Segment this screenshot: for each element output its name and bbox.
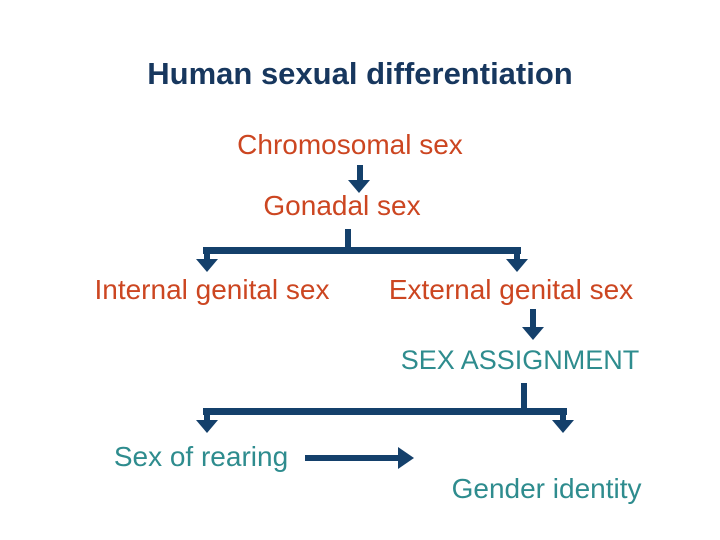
node-chromosomal-sex: Chromosomal sex bbox=[237, 129, 463, 160]
node-gender-identity-and-role: Gender identity and role bbox=[381, 441, 681, 540]
node-external-genital-sex: External genital sex bbox=[388, 274, 634, 305]
branch-stub bbox=[521, 383, 527, 415]
branch-left-stem bbox=[204, 253, 210, 260]
node-sex-assignment: SEX ASSIGNMENT bbox=[400, 345, 640, 375]
branch-right-stem bbox=[560, 414, 566, 421]
arrow-shaft bbox=[530, 309, 536, 328]
arrowhead-down-icon bbox=[196, 259, 218, 272]
branch-stub bbox=[345, 229, 351, 254]
branch-bar bbox=[203, 408, 567, 415]
arrowhead-down-icon bbox=[552, 420, 574, 433]
arrowhead-down-icon bbox=[348, 180, 370, 193]
gender-identity-line1: Gender identity bbox=[451, 473, 642, 504]
slide-title: Human sexual differentiation bbox=[147, 56, 573, 91]
gender-identity-line2: and role bbox=[492, 537, 601, 540]
branch-left-stem bbox=[204, 414, 210, 421]
arrowhead-right-icon bbox=[398, 447, 414, 469]
node-gonadal-sex: Gonadal sex bbox=[263, 190, 421, 221]
arrowhead-down-icon bbox=[522, 327, 544, 340]
arrowhead-down-icon bbox=[506, 259, 528, 272]
node-sex-of-rearing: Sex of rearing bbox=[113, 441, 289, 472]
arrowhead-down-icon bbox=[196, 420, 218, 433]
arrow-shaft bbox=[357, 165, 363, 182]
branch-right-stem bbox=[514, 253, 520, 260]
arrow-shaft bbox=[305, 455, 399, 461]
branch-bar bbox=[203, 247, 521, 254]
node-internal-genital-sex: Internal genital sex bbox=[94, 274, 330, 305]
